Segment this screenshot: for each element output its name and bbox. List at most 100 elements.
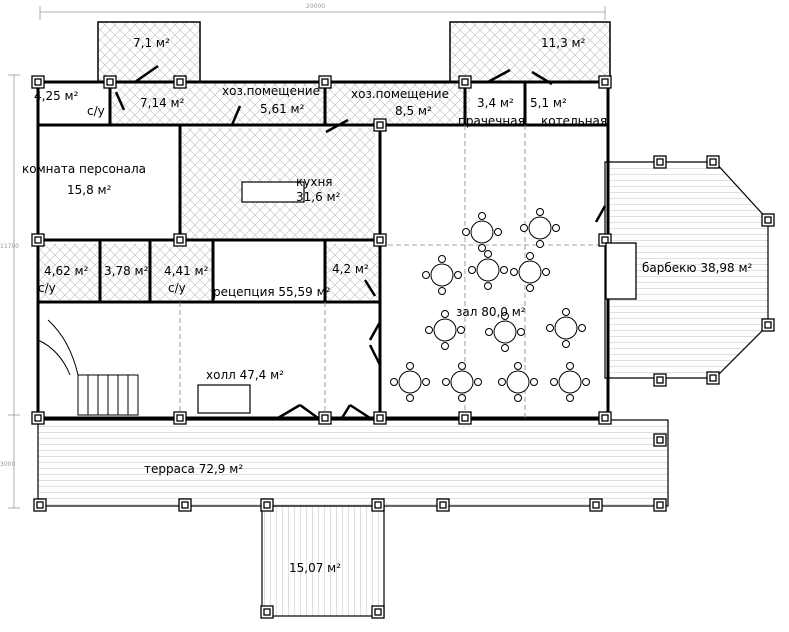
column-post-inner	[34, 414, 42, 422]
label-corridor: 7,14 м²	[140, 96, 185, 110]
dining-chair	[458, 394, 466, 402]
column-post-inner	[263, 501, 271, 509]
label-terrace: терраса 72,9 м²	[144, 462, 244, 476]
dining-chair	[458, 362, 466, 370]
porch-deck	[261, 505, 385, 617]
terrace-deck	[37, 419, 669, 507]
label-room-42: 4,2 м²	[332, 262, 369, 276]
dimension-left-terrace: 3000	[0, 461, 16, 468]
dining-table	[433, 318, 457, 342]
dining-table	[528, 216, 552, 240]
dining-chair	[438, 255, 446, 263]
dining-chair	[562, 340, 570, 348]
dining-chair	[536, 208, 544, 216]
column-post-inner	[439, 501, 447, 509]
column-post-inner	[321, 414, 329, 422]
dining-chair	[441, 310, 449, 318]
dining-chair	[390, 378, 398, 386]
dining-table	[476, 258, 500, 282]
bbq-fireplace	[605, 242, 637, 300]
label-boiler-name: котельная	[541, 114, 608, 128]
dining-chair	[542, 268, 550, 276]
column-post-inner	[34, 78, 42, 86]
dining-chair	[442, 378, 450, 386]
dining-chair	[454, 271, 462, 279]
dining-chair	[582, 378, 590, 386]
label-wc3: с/у	[168, 281, 186, 295]
label-bbq: барбекю 38,98 м²	[642, 261, 753, 275]
dining-chair	[520, 224, 528, 232]
dining-chair	[406, 362, 414, 370]
column-post-inner	[181, 501, 189, 509]
column-post-inner	[592, 501, 600, 509]
dining-chair	[484, 250, 492, 258]
column-post-inner	[461, 78, 469, 86]
dining-table	[493, 320, 517, 344]
column-post-inner	[374, 501, 382, 509]
column-post-inner	[106, 78, 114, 86]
dining-chair	[530, 378, 538, 386]
label-staff-name: комната персонала	[22, 162, 147, 176]
column-post-inner	[376, 414, 384, 422]
label-storage1-name: хоз.помещение	[222, 84, 320, 98]
label-dining-hall: зал 80,0 м²	[456, 305, 526, 319]
column-post-inner	[263, 608, 271, 616]
column-post-inner	[374, 608, 382, 616]
column-post-inner	[321, 78, 329, 86]
dining-chair	[468, 266, 476, 274]
column-post-inner	[461, 414, 469, 422]
dining-chair	[562, 308, 570, 316]
dining-chair	[422, 271, 430, 279]
top-right-ext-room	[449, 21, 611, 83]
label-storage2-name: хоз.помещение	[351, 87, 449, 101]
dining-chair	[478, 244, 486, 252]
label-wc1: с/у	[87, 104, 105, 118]
service-corridor-hatch	[110, 82, 470, 124]
dining-chair	[457, 326, 465, 334]
dining-chair	[578, 324, 586, 332]
hall-sofa	[197, 384, 251, 414]
column-post-inner	[376, 236, 384, 244]
dining-chair	[510, 268, 518, 276]
dining-chair	[438, 287, 446, 295]
label-top-left-ext: 7,1 м²	[133, 36, 170, 50]
dining-chair	[474, 378, 482, 386]
column-post-inner	[601, 414, 609, 422]
dining-chair	[526, 284, 534, 292]
dining-chair	[566, 394, 574, 402]
column-post-inner	[764, 321, 772, 329]
label-wc1-area: 4,25 м²	[34, 89, 79, 103]
wc-row-hatch	[38, 244, 213, 300]
dining-table	[450, 370, 474, 394]
column-post-inner	[601, 78, 609, 86]
label-laundry-area: 3,4 м²	[477, 96, 514, 110]
dining-chair	[425, 326, 433, 334]
column-post-inner	[176, 78, 184, 86]
dining-chair	[484, 282, 492, 290]
doors	[114, 64, 607, 420]
column-post-inner	[709, 374, 717, 382]
dimension-top: 20000	[306, 3, 326, 10]
column-post-inner	[36, 501, 44, 509]
dining-table	[398, 370, 422, 394]
dining-chair	[501, 312, 509, 320]
dining-table	[558, 370, 582, 394]
staircase	[37, 319, 139, 416]
dining-table	[470, 220, 494, 244]
dimension-lines	[8, 6, 606, 509]
dining-table	[518, 260, 542, 284]
label-wc2-area: 4,62 м²	[44, 264, 89, 278]
dining-chair	[517, 328, 525, 336]
column-post-inner	[764, 216, 772, 224]
label-staff-area: 15,8 м²	[67, 183, 112, 197]
column-post-inner	[656, 158, 664, 166]
label-lobby: холл 47,4 м²	[206, 368, 284, 382]
label-wc3-area: 4,41 м²	[164, 264, 209, 278]
dining-table	[430, 263, 454, 287]
dining-chair	[406, 394, 414, 402]
label-storage2-area: 8,5 м²	[395, 104, 432, 118]
dining-tables	[390, 208, 590, 402]
label-porch: 15,07 м²	[289, 561, 342, 575]
dining-chair	[526, 252, 534, 260]
